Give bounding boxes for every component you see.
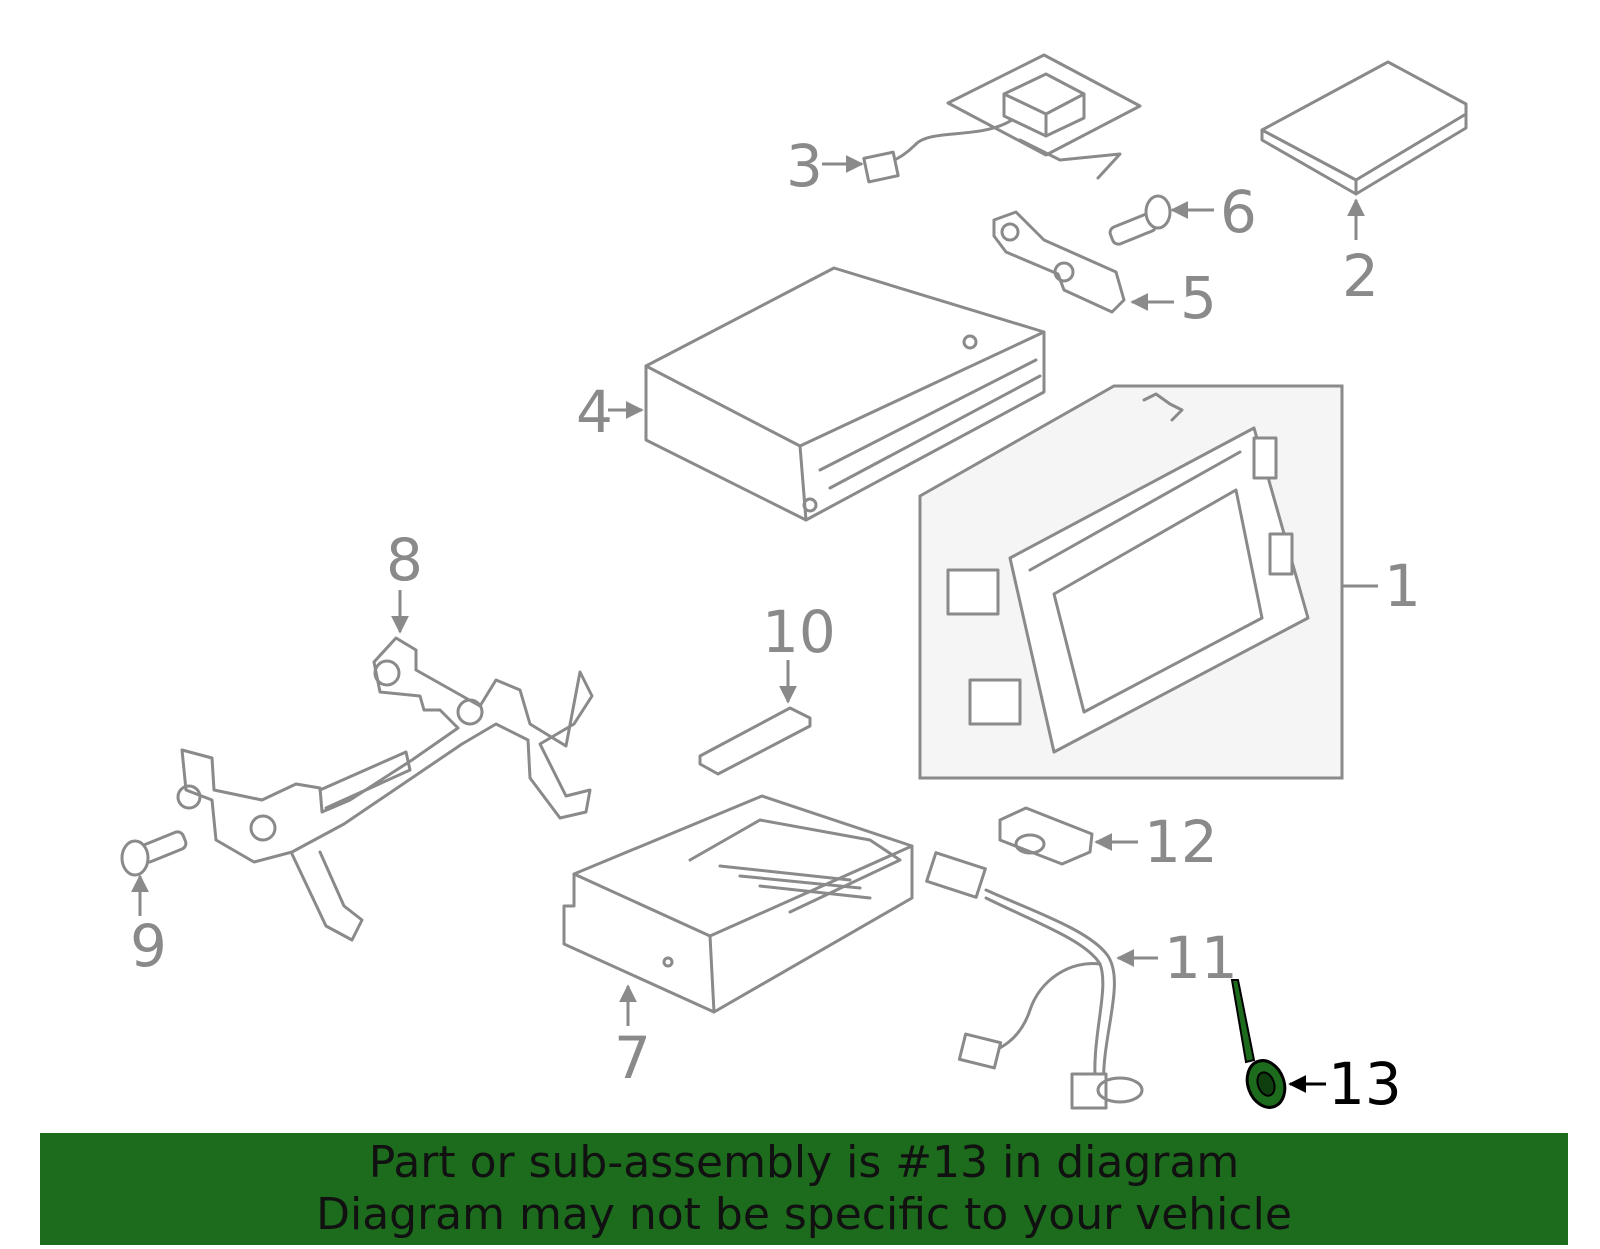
callout-1: 1 — [1342, 552, 1421, 620]
callout-2-label: 2 — [1342, 242, 1379, 310]
banner-line-1: Part or sub-assembly is #13 in diagram — [368, 1137, 1240, 1188]
callout-1-label: 1 — [1384, 552, 1421, 620]
callout-7: 7 — [614, 984, 651, 1092]
callout-5-label: 5 — [1180, 264, 1217, 332]
callout-6: 6 — [1170, 178, 1257, 246]
callout-9-label: 9 — [130, 912, 167, 980]
part-2-cover-card — [1260, 60, 1468, 196]
part-7-amplifier — [562, 794, 914, 1014]
callout-11-label: 11 — [1164, 924, 1238, 992]
callout-12: 12 — [1094, 808, 1218, 876]
callout-4: 4 — [576, 378, 644, 446]
callout-5: 5 — [1130, 264, 1217, 332]
part-5-bracket — [992, 210, 1126, 314]
callout-12-label: 12 — [1144, 808, 1218, 876]
part-9-bolt — [120, 830, 188, 877]
callout-4-label: 4 — [576, 378, 613, 446]
part-4-head-unit-chassis — [644, 266, 1046, 522]
part-13-ground-strap — [1230, 979, 1287, 1109]
part-12-clip — [998, 806, 1094, 866]
part-8-mounting-bracket — [176, 636, 594, 942]
callout-13-label: 13 — [1328, 1050, 1402, 1118]
callout-3-label: 3 — [786, 132, 823, 200]
callout-13: 13 — [1288, 1050, 1402, 1118]
part-1-display-assembly — [918, 384, 1344, 780]
banner-line-2: Diagram may not be specific to your vehi… — [316, 1189, 1292, 1240]
part-10-pad — [698, 706, 812, 776]
callout-2: 2 — [1342, 198, 1379, 310]
callout-6-label: 6 — [1220, 178, 1257, 246]
callout-8-label: 8 — [386, 526, 423, 594]
callout-9: 9 — [130, 874, 167, 980]
callout-3: 3 — [786, 132, 864, 200]
part-3-antenna-module — [862, 53, 1142, 184]
callout-8: 8 — [386, 526, 423, 634]
info-banner: Part or sub-assembly is #13 in diagram D… — [40, 1133, 1568, 1245]
part-6-screw — [1108, 194, 1172, 246]
callout-7-label: 7 — [614, 1024, 651, 1092]
callout-10-label: 10 — [762, 598, 836, 666]
part-11-wire-harness — [925, 851, 1144, 1110]
callout-10: 10 — [762, 598, 836, 704]
callout-11: 11 — [1116, 924, 1238, 992]
